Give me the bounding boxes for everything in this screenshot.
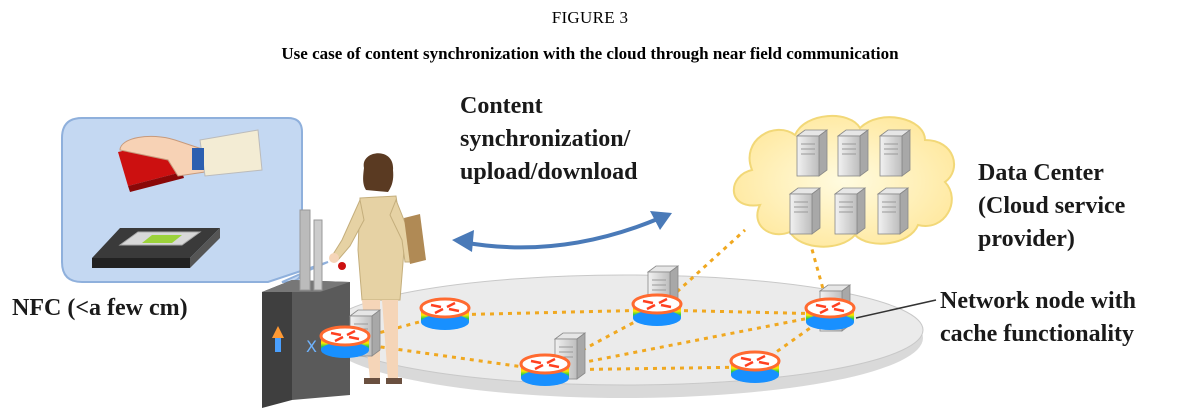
sync-label-line: upload/download [460, 159, 638, 185]
server-icon [877, 187, 909, 235]
data-center-label: Data Center (Cloud service provider) [978, 157, 1125, 256]
nfc-reader-icon [92, 228, 220, 268]
server-icon [789, 187, 821, 235]
sync-arrow [452, 211, 672, 252]
network-node-label: Network node with cache functionality [940, 285, 1136, 351]
server-icon [837, 129, 869, 177]
network-node-label-line: cache functionality [940, 321, 1134, 347]
sync-label-line: Content [460, 93, 543, 119]
router-icon [804, 297, 856, 332]
data-center-cloud [732, 115, 955, 248]
router-icon [729, 350, 781, 385]
server-icon [834, 187, 866, 235]
data-center-label-line: Data Center [978, 160, 1104, 186]
router-icon [631, 293, 683, 328]
svg-text:X: X [306, 337, 317, 356]
data-center-label-line: (Cloud service [978, 193, 1126, 219]
router-icon [519, 353, 571, 388]
figure-title: Use case of content synchronization with… [281, 44, 899, 63]
data-center-label-line: provider) [978, 226, 1075, 252]
server-icon [879, 129, 911, 177]
network-node-label-line: Network node with [940, 288, 1136, 314]
callout-line [855, 299, 937, 319]
router-icon [319, 325, 371, 360]
sync-label-line: synchronization/ [460, 126, 631, 152]
sync-label: Content synchronization/ upload/download [460, 90, 637, 189]
nfc-label: NFC (<a few cm) [12, 295, 188, 321]
router-icon [419, 297, 471, 332]
server-icon [796, 129, 828, 177]
hand-icon [119, 129, 263, 177]
figure-label: FIGURE 3 [551, 8, 629, 27]
